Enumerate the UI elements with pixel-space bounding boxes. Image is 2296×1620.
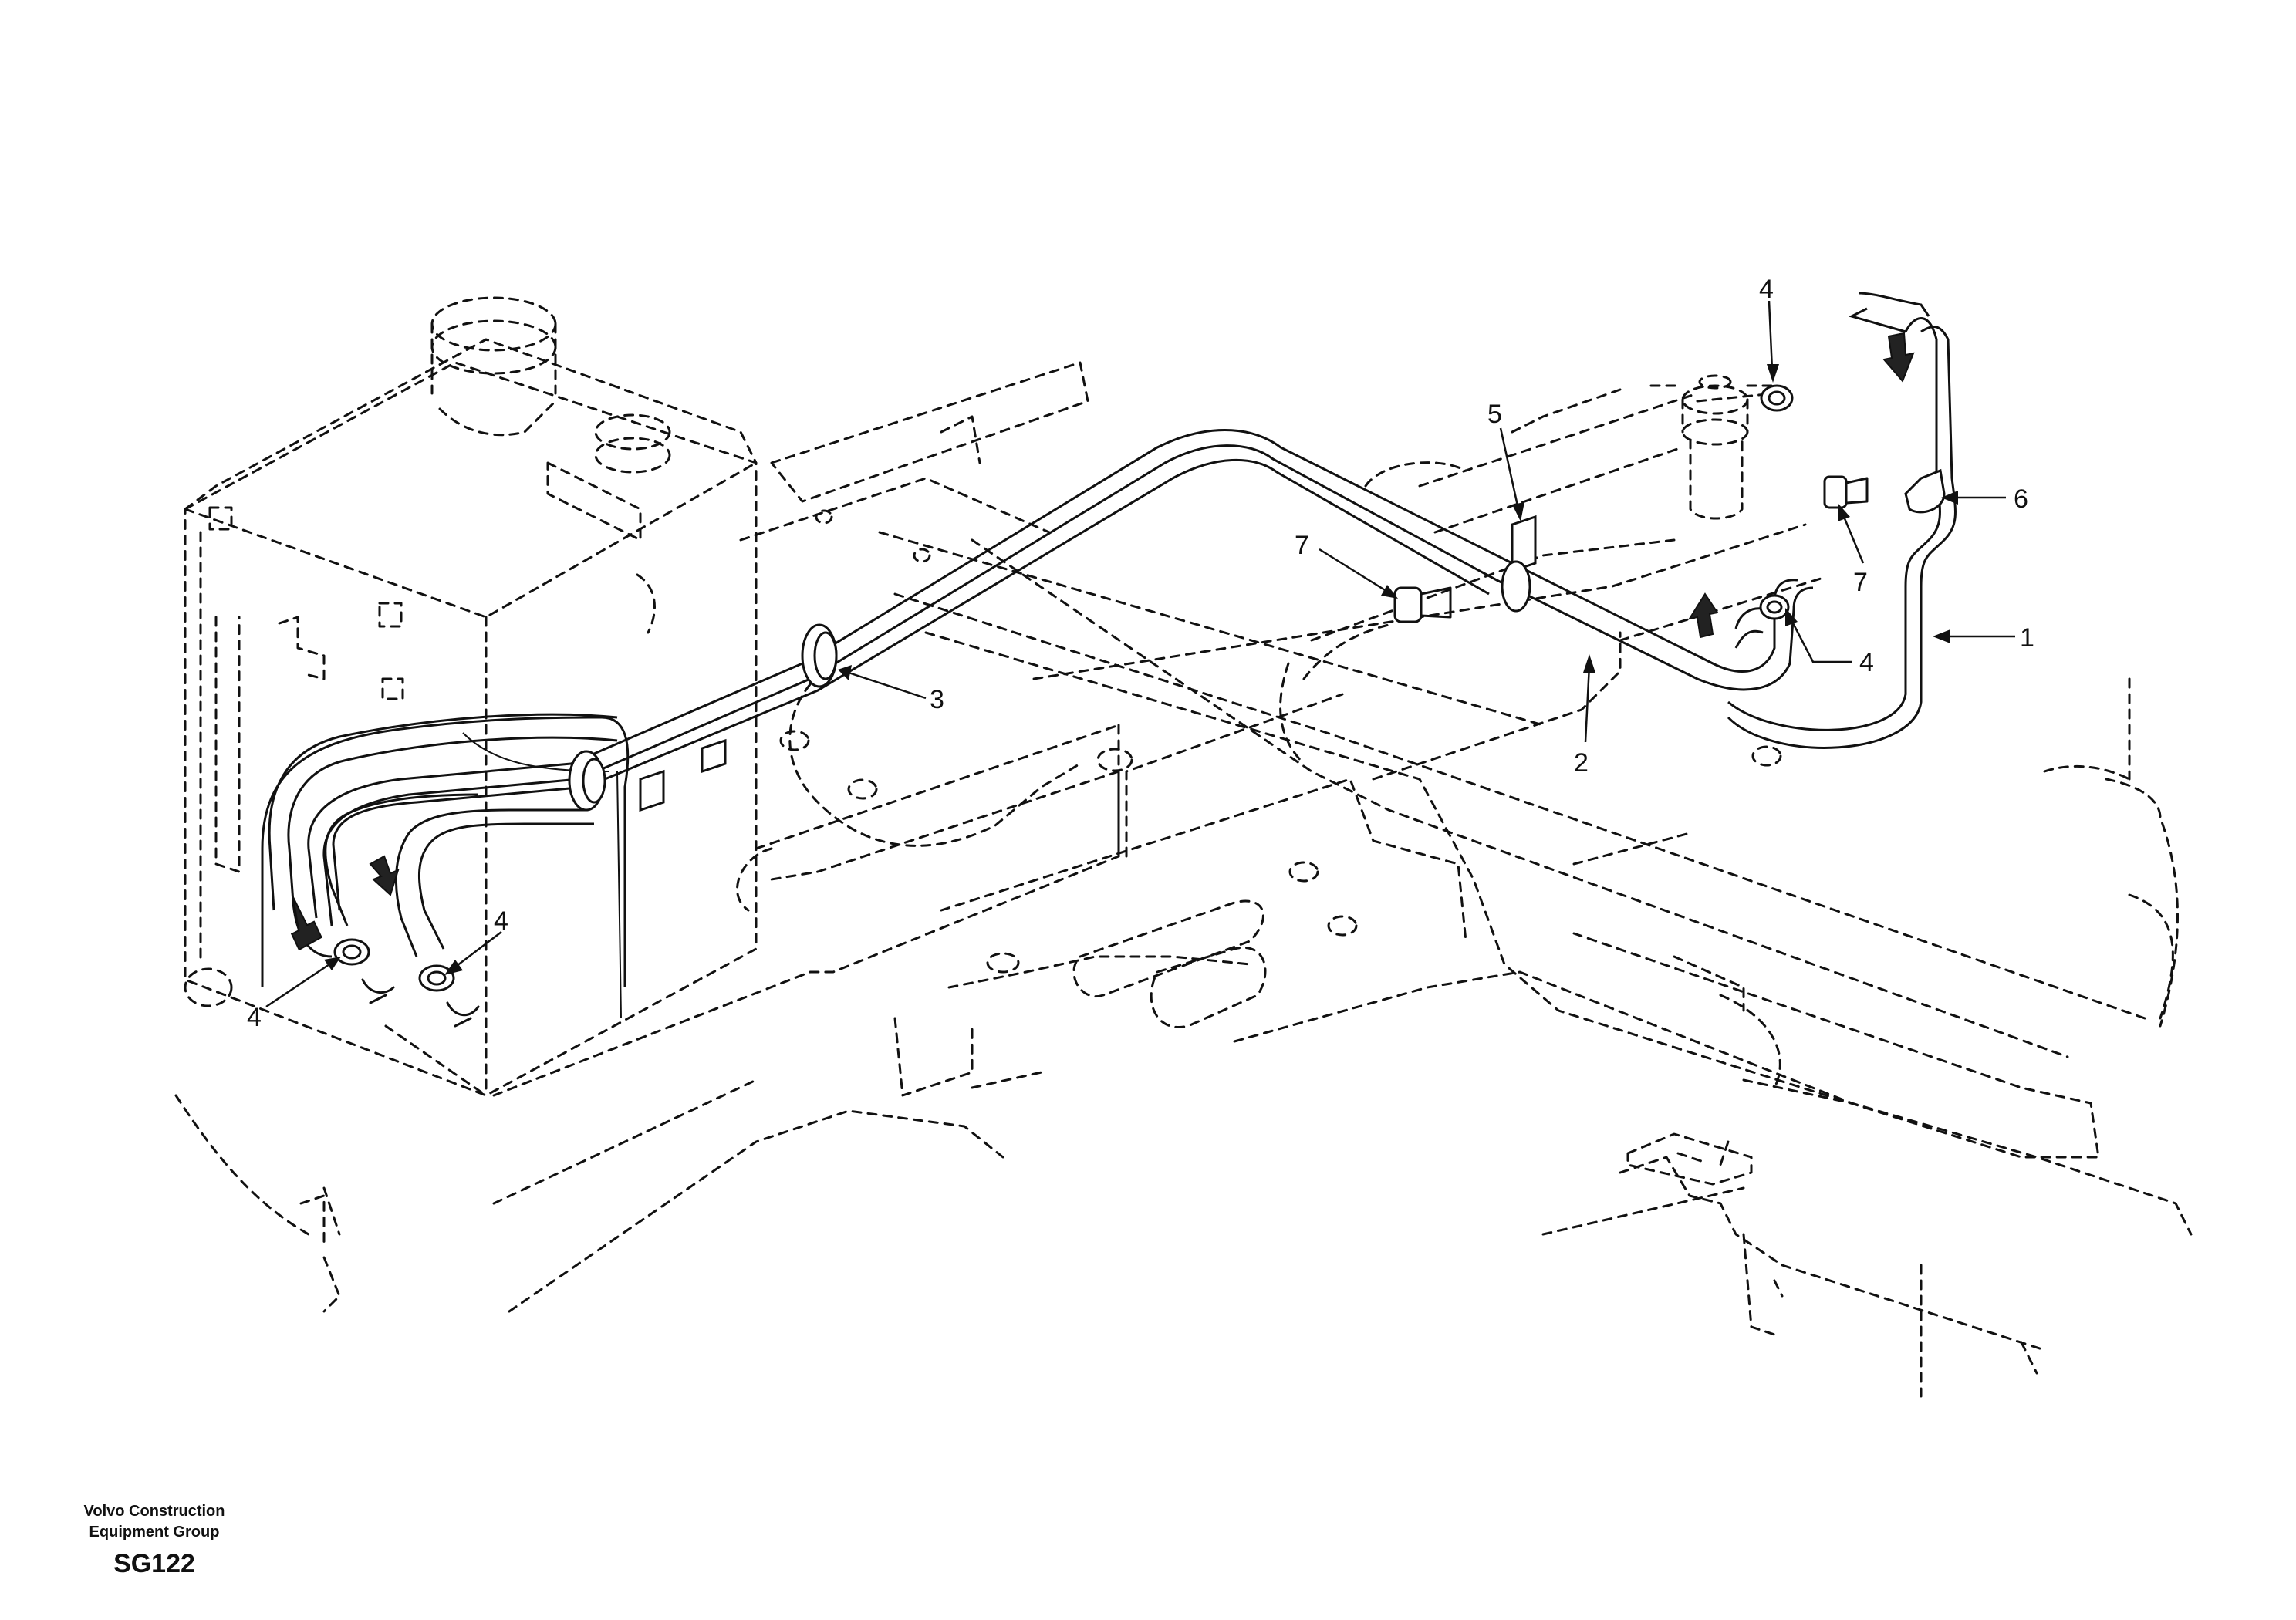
callout-7-left: 7 xyxy=(1295,531,1309,560)
phantom-structure xyxy=(174,296,2193,1398)
fuel-pipe-middle xyxy=(332,458,1490,911)
protective-sleeve xyxy=(261,716,630,987)
flow-arrow-down-right-icon xyxy=(1882,332,1915,383)
flow-arrow-up-right-icon xyxy=(1687,592,1719,639)
frame-outline xyxy=(174,361,2193,1398)
callout-7-right: 7 xyxy=(1853,568,1868,597)
callout-6: 6 xyxy=(2014,484,2028,514)
callout-3: 3 xyxy=(930,685,944,714)
fuel-lines xyxy=(261,292,1957,1019)
hose-clamp-mid xyxy=(1759,594,1790,620)
return-hose xyxy=(1727,325,1957,749)
callout-labels: 1 2 3 4 4 4 4 5 6 7 7 xyxy=(247,275,2034,1032)
publisher-line-2: Equipment Group xyxy=(89,1524,220,1541)
diagram-code: SG122 xyxy=(113,1549,195,1578)
hose-clamp-left-b xyxy=(418,964,455,992)
bolt-7-right xyxy=(1823,475,1869,509)
flow-arrow-up-left-icon xyxy=(290,896,322,951)
bolt-7-left xyxy=(1393,586,1452,623)
callout-2: 2 xyxy=(1574,748,1589,778)
callout-4-left-b: 4 xyxy=(494,906,508,936)
callout-1: 1 xyxy=(2020,623,2034,653)
hardware xyxy=(333,384,1946,1028)
hose-clamp-left-a xyxy=(333,938,370,966)
hose-clamp-top xyxy=(1760,384,1794,412)
clip-6 xyxy=(1904,468,1946,514)
callout-5: 5 xyxy=(1487,400,1502,429)
clamp-5 xyxy=(1511,515,1537,573)
callout-4-mid: 4 xyxy=(1859,648,1874,677)
fuel-pipe-upper xyxy=(307,429,1798,919)
callout-4-top: 4 xyxy=(1759,275,1774,304)
hydraulic-tank-outline xyxy=(184,296,758,1097)
callout-4-left-a: 4 xyxy=(247,1003,262,1032)
publisher-line-1: Volvo Construction xyxy=(83,1503,225,1520)
flow-arrow-down-left-icon xyxy=(369,855,400,896)
callout-leaders xyxy=(265,300,2015,1008)
flow-arrows xyxy=(290,332,1915,951)
fuel-pipe-lower xyxy=(322,444,1814,926)
footer: Volvo Construction Equipment Group SG122 xyxy=(31,1501,278,1579)
